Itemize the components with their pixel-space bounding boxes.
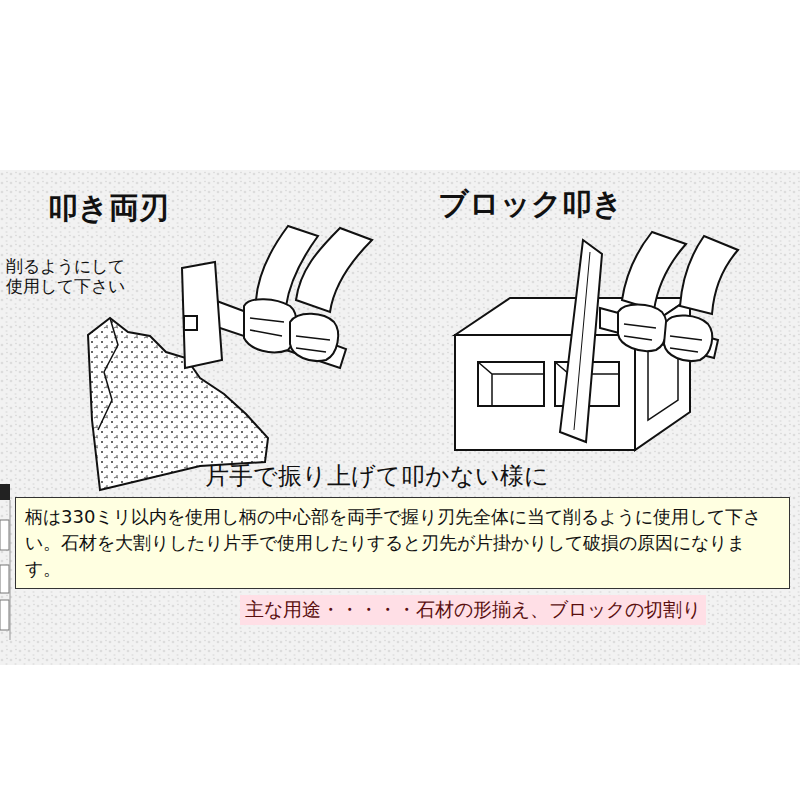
illustration-part — [0, 520, 9, 550]
illustration-part — [664, 315, 712, 361]
illustration-part — [256, 226, 318, 306]
illustration-part — [214, 300, 346, 368]
textured-ground — [0, 170, 800, 665]
illustration-part — [184, 316, 197, 330]
illustration-part — [290, 314, 338, 361]
illustration-part — [574, 252, 590, 430]
blade-figure — [560, 232, 738, 442]
illustration-part — [182, 262, 222, 368]
illustration-part — [244, 299, 297, 352]
illustration-part — [250, 318, 284, 336]
illustration-part — [98, 318, 118, 430]
section-title: 叩き両刃 — [48, 190, 169, 226]
section-title: ブロック叩き — [438, 186, 623, 222]
illustration-part — [296, 336, 330, 352]
illustration-part — [622, 232, 686, 310]
illustration-part — [0, 600, 9, 630]
hammer-figure — [182, 226, 372, 368]
illustration-part — [0, 565, 9, 593]
warning-note: 片手で振り上げて叩かない様に — [205, 462, 549, 491]
illustration-part — [0, 484, 10, 500]
usage-note: 削るようにして 使用して下さい — [6, 256, 136, 297]
box-text: 主な用途・・・・・石材の形揃え、ブロックの切割り — [245, 597, 701, 623]
illustration-part — [455, 335, 635, 450]
illustration-part — [680, 236, 738, 314]
usage-band: 主な用途・・・・・石材の形揃え、ブロックの切割り — [240, 595, 706, 625]
illustration-part — [670, 336, 702, 352]
illustration-part — [10, 500, 11, 640]
illustration-part — [618, 305, 667, 352]
illustration-part — [478, 362, 544, 406]
instruction-box: 柄は330ミリ以内を使用し柄の中心部を両手で握り刃先全体に当て削るように使用して… — [15, 497, 790, 589]
box-text: 柄は330ミリ以内を使用し柄の中心部を両手で握り刃先全体に当て削るように使用して… — [25, 504, 780, 582]
illustration-part — [560, 240, 602, 442]
illustration-part — [624, 324, 656, 340]
window-fragment — [0, 484, 10, 640]
illustration-part — [478, 362, 544, 406]
